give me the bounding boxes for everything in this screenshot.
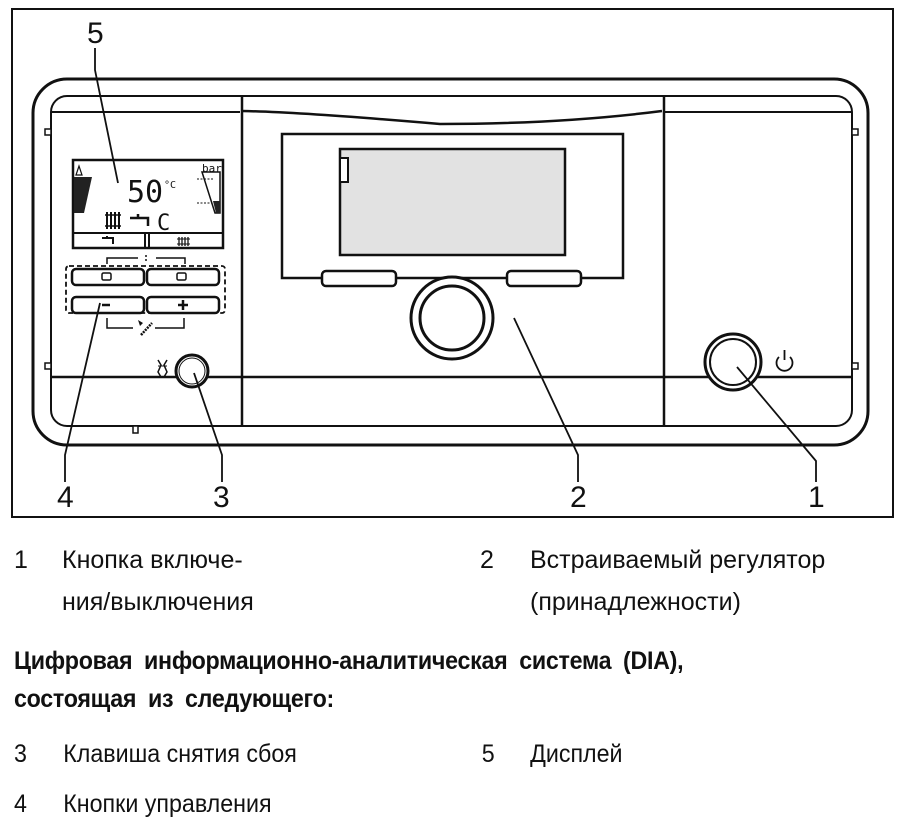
chimney-sweep-icon [138, 320, 153, 336]
legend-text: Кнопки управления [63, 790, 272, 818]
power-symbol-icon [775, 350, 794, 372]
dia-heading: Цифровая информационно-аналитическая сис… [14, 642, 832, 718]
legend-number: 5 [481, 740, 495, 768]
hot-water-tap-icon [130, 214, 150, 226]
legend-text: ния/выключения [62, 588, 254, 616]
controller-screen [338, 147, 567, 257]
controller-left-softkey[interactable] [320, 269, 398, 288]
legend-text: Встраиваемый регулятор [530, 546, 826, 574]
mode-letter: C [157, 211, 170, 236]
housing-inner [50, 95, 853, 427]
control-buttons-group [65, 265, 226, 314]
dia-display: bar 50 °C C [71, 158, 225, 250]
callout-2: 2 [570, 481, 587, 514]
callout-4: 4 [57, 481, 74, 514]
built-in-controller [280, 132, 625, 361]
temperature-value: 50 [127, 175, 163, 210]
softkey-right-button[interactable] [145, 267, 221, 287]
controller-right-softkey[interactable] [505, 269, 583, 288]
flame-indicator-icon [75, 164, 83, 176]
plus-button[interactable] [145, 295, 221, 315]
legend-text: Дисплей [530, 740, 623, 768]
legend-number: 2 [480, 546, 494, 574]
dia-heading-line1: Цифровая информационно-аналитическая сис… [14, 647, 684, 675]
housing-outer [31, 77, 870, 447]
callout-1: 1 [808, 481, 825, 514]
dia-heading-line2: состоящая из следующего: [14, 685, 334, 713]
legend-text: (принадлежности) [530, 588, 741, 616]
legend-text: Клавиша снятия сбоя [63, 740, 297, 768]
radiator-icon [105, 212, 122, 229]
fault-reset-button[interactable] [174, 353, 210, 389]
figure-frame [11, 8, 894, 518]
power-button[interactable] [703, 332, 763, 392]
softkey-left-tap-icon [102, 236, 114, 244]
temperature-unit: °C [164, 180, 176, 191]
legend-number: 1 [14, 546, 28, 574]
minus-button[interactable] [70, 295, 146, 315]
softkey-right-radiator-icon [177, 237, 190, 246]
softkey-left-button[interactable] [70, 267, 146, 287]
legend-number: 4 [13, 790, 27, 818]
legend-number: 3 [13, 740, 27, 768]
pressure-unit: bar [202, 162, 222, 175]
fault-reset-flame-icon [157, 359, 168, 378]
legend-text: Кнопка включе- [62, 546, 243, 574]
control-panel-diagram: bar 50 °C C [11, 8, 894, 518]
leader-lines [64, 48, 817, 482]
controller-rotary-knob[interactable] [409, 275, 495, 361]
callout-3: 3 [213, 481, 230, 514]
flame-level-bargraph [74, 177, 92, 213]
callout-5: 5 [87, 17, 104, 50]
